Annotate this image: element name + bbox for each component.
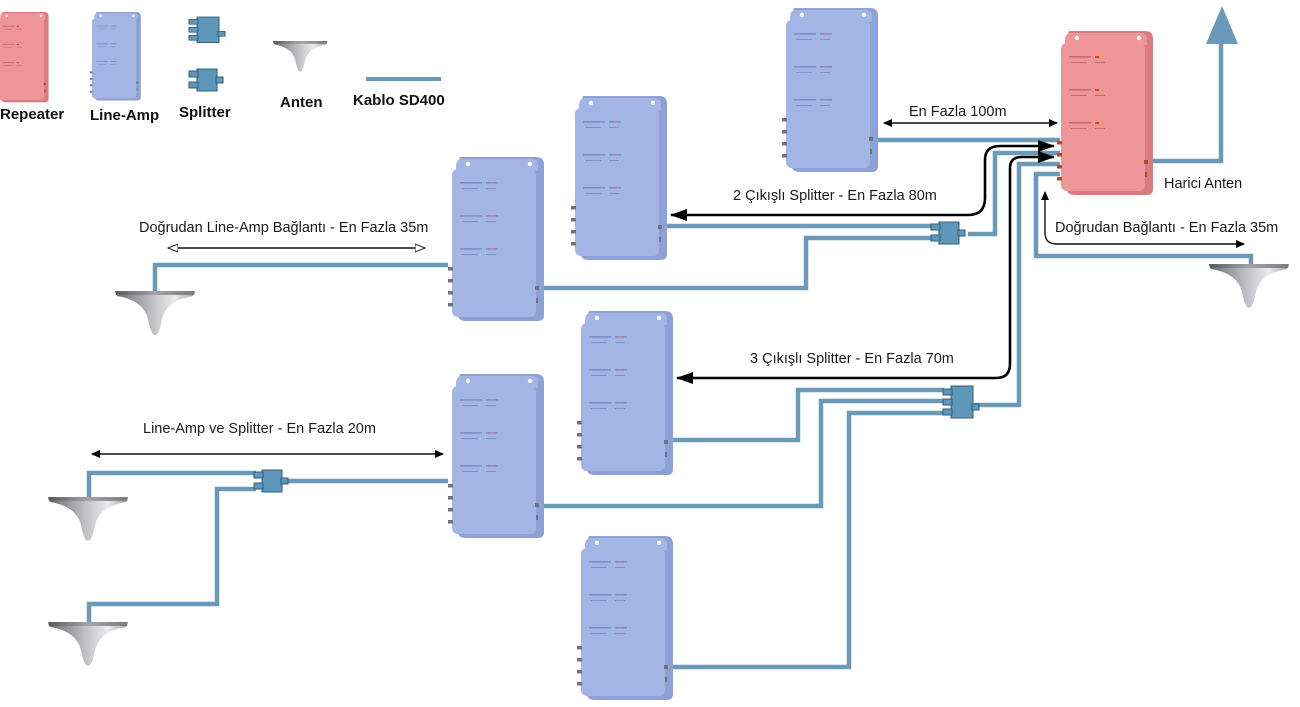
- repeater-main[interactable]: [1057, 31, 1153, 195]
- legend-antenna-icon: [273, 41, 328, 72]
- legend-splitter-label: Splitter: [179, 104, 231, 121]
- splitter-2-output[interactable]: [930, 221, 966, 245]
- line-amp-splitter3-upper[interactable]: [577, 311, 673, 475]
- legend-line-amp-label: Line-Amp: [90, 107, 159, 124]
- line-amp-left-splitter[interactable]: [448, 374, 544, 538]
- legend-splitter-icon: [188, 16, 226, 92]
- splitter-3-output[interactable]: [942, 385, 980, 419]
- legend-repeater-icon: [0, 12, 49, 103]
- label-direct-lineamp-35: Doğrudan Line-Amp Bağlantı - En Fazla 35…: [139, 220, 428, 236]
- arrow-splitter3-70: [676, 151, 1055, 384]
- cable-splitter-small-antenna-top: [86, 470, 256, 500]
- antenna-left-top[interactable]: [115, 291, 195, 335]
- line-amp-bottom[interactable]: [577, 536, 673, 700]
- antenna-right[interactable]: [1209, 264, 1289, 308]
- cable-splitter3-lineamp-left2: [540, 398, 944, 509]
- antenna-left-bottom[interactable]: [48, 622, 128, 666]
- cable-lineamp-antenna-left: [152, 262, 448, 295]
- legend: Repeater Line-Amp Splitter Anten Kablo S…: [0, 12, 445, 124]
- legend-repeater-label: Repeater: [0, 106, 64, 123]
- line-amp-splitter2-upper[interactable]: [571, 96, 667, 260]
- label-lineamp-splitter-20: Line-Amp ve Splitter - En Fazla 20m: [143, 421, 376, 437]
- cable-repeater-external-antenna: [1150, 40, 1224, 164]
- legend-antenna-label: Anten: [280, 94, 323, 111]
- external-antenna-arrow-icon: [1206, 6, 1238, 44]
- label-max-100: En Fazla 100m: [909, 104, 1007, 120]
- cable-splitter-small-antenna-bottom: [86, 486, 256, 625]
- arrow-direct-35: [1041, 191, 1245, 248]
- label-splitter3-70: 3 Çıkışlı Splitter - En Fazla 70m: [750, 351, 954, 367]
- cable-splitter3-lineamp-bottom: [669, 410, 944, 670]
- splitter-small[interactable]: [253, 469, 289, 493]
- legend-line-amp-icon: [89, 12, 141, 101]
- antenna-left-middle[interactable]: [48, 497, 128, 541]
- label-direct-35: Doğrudan Bağlantı - En Fazla 35m: [1055, 220, 1278, 236]
- line-amp-left-direct[interactable]: [448, 157, 544, 321]
- distance-arrows: [91, 119, 1245, 458]
- cable-splitter3-repeater: [974, 161, 1060, 408]
- label-splitter2-80: 2 Çıkışlı Splitter - En Fazla 80m: [733, 188, 937, 204]
- legend-cable-label: Kablo SD400: [353, 92, 445, 109]
- cable-splitter3-lineamp-mid: [669, 387, 944, 443]
- label-external-antenna: Harici Anten: [1164, 176, 1242, 192]
- line-amp-top[interactable]: [782, 8, 878, 172]
